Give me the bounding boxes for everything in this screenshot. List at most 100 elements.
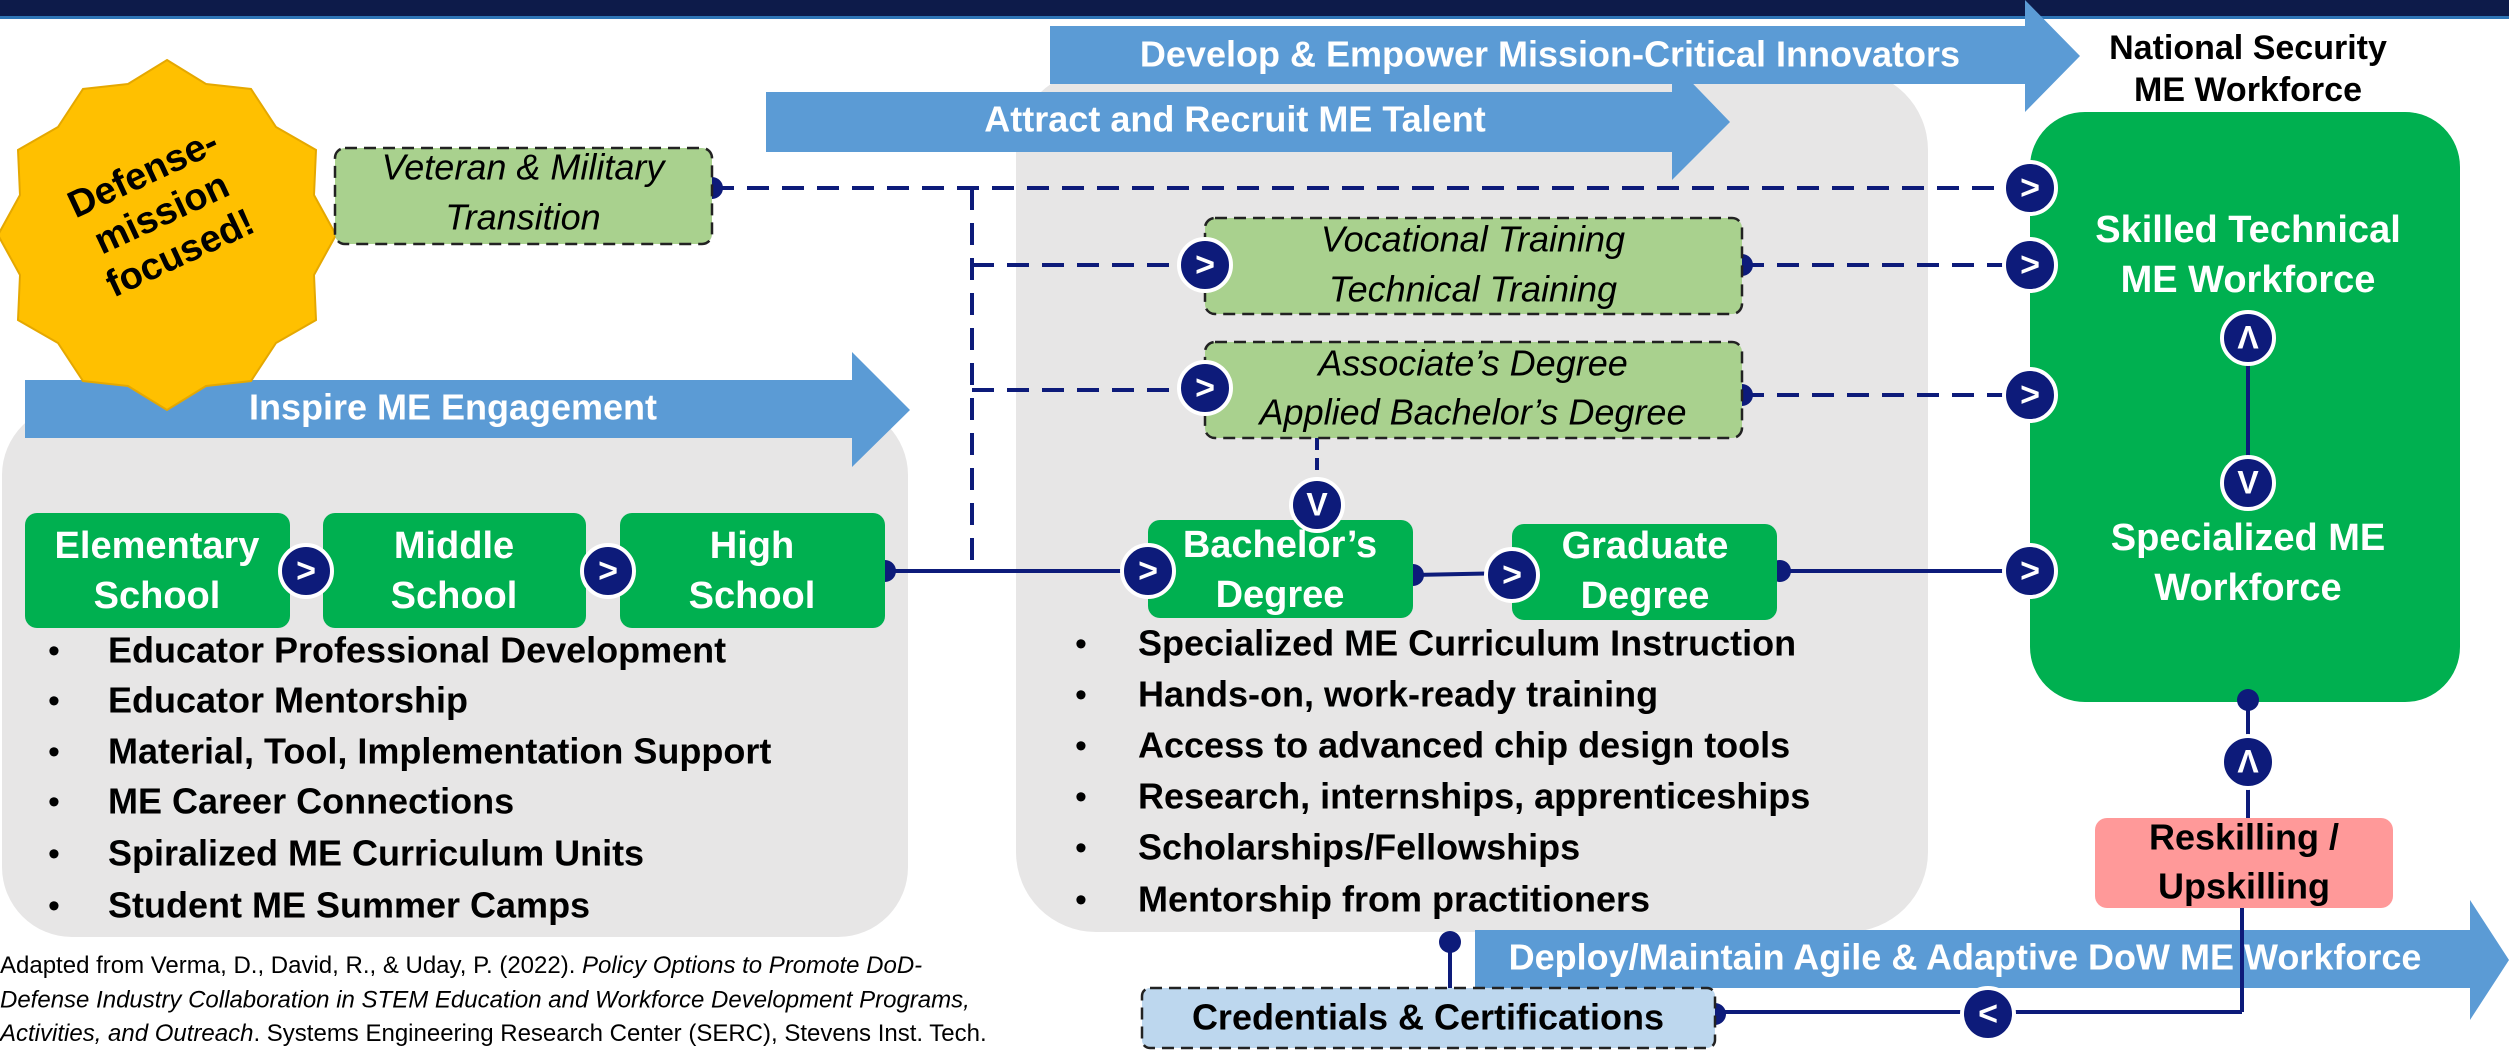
elementary-box (25, 513, 290, 628)
svg-text:Λ: Λ (2237, 743, 2259, 779)
defense-badge (0, 58, 338, 412)
svg-text:>: > (598, 552, 618, 590)
flow-right-icon: > (2002, 367, 2058, 423)
higher-ed-bullet-item: Scholarships/Fellowships (1138, 827, 1580, 868)
flow-down-icon: V (1289, 477, 1345, 533)
svg-text:>: > (2020, 552, 2040, 590)
k12-bullet-mark: • (48, 835, 60, 873)
credentials-top-dot (1439, 931, 1461, 953)
reskilling-line1: Reskilling / (2149, 817, 2339, 858)
flow-right-icon: > (1177, 237, 1233, 293)
workforce-header-line2: ME Workforce (2134, 71, 2362, 109)
flow-right-icon: > (580, 543, 636, 599)
svg-text:Λ: Λ (2237, 319, 2259, 355)
workforce-box (2030, 112, 2460, 702)
graduate-line1: Graduate (1562, 525, 1729, 567)
svg-text:V: V (1306, 486, 1328, 522)
k12-bullet-item: Educator Professional Development (108, 630, 726, 671)
specialized-workforce-line1: Specialized ME (2111, 517, 2386, 559)
higher-ed-bullet-list: • Specialized ME Curriculum Instruction … (1075, 623, 1810, 920)
credentials-box (1140, 986, 1717, 1050)
attract-arrow-label: Attract and Recruit ME Talent (984, 99, 1485, 140)
higher-ed-bullet-item: Specialized ME Curriculum Instruction (1138, 623, 1796, 664)
higher-ed-bullet-item: Research, internships, apprenticeships (1138, 776, 1810, 817)
veteran-line1: Veteran & Military (382, 147, 667, 188)
connector-circles: > > > > > > > > > > V Λ V Λ < (278, 160, 2276, 1042)
k12-bullet-item: Student ME Summer Camps (108, 885, 590, 926)
deploy-arrow (1475, 900, 2509, 1020)
k12-bullet-mark: • (48, 632, 60, 670)
svg-text:>: > (1138, 552, 1158, 590)
bachelor-line2: Degree (1216, 574, 1345, 616)
svg-text:<: < (1978, 995, 1998, 1033)
high-line1: High (710, 525, 794, 567)
high-box (620, 513, 885, 628)
develop-arrow (1050, 0, 2080, 112)
higher-ed-bullet-item: Hands-on, work-ready training (1138, 674, 1658, 715)
citation-publisher: . Systems Engineering Research Center (S… (253, 1020, 986, 1047)
higher-ed-bullet-item: Mentorship from practitioners (1138, 879, 1650, 920)
flow-up-icon: Λ (2220, 310, 2276, 366)
develop-arrow-label: Develop & Empower Mission-Critical Innov… (1140, 34, 1960, 75)
flow-right-icon: > (278, 543, 334, 599)
graduate-line2: Degree (1581, 575, 1710, 617)
svg-text:>: > (1195, 246, 1215, 284)
middle-line1: Middle (394, 525, 514, 567)
higher-ed-bullet-mark: • (1075, 625, 1087, 663)
citation-line3: Activities, and Outreach. Systems Engine… (0, 1020, 987, 1047)
bachelor-box (1148, 520, 1413, 618)
flow-right-icon: > (2002, 237, 2058, 293)
workforce-header-line1: National Security (2109, 29, 2387, 67)
skilled-workforce-line2: ME Workforce (2121, 259, 2376, 301)
citation: Adapted from Verma, D., David, R., & Uda… (0, 952, 987, 1047)
deploy-arrow-label: Deploy/Maintain Agile & Adaptive DoW ME … (1509, 937, 2422, 978)
k12-bullet-item: ME Career Connections (108, 781, 514, 822)
graduate-box (1512, 524, 1777, 620)
flow-right-icon: > (1484, 547, 1540, 603)
svg-text:>: > (2020, 376, 2040, 414)
flow-up-icon: Λ (2220, 734, 2276, 790)
inspire-arrow-label: Inspire ME Engagement (249, 387, 657, 428)
bachelor-line1: Bachelor’s (1183, 524, 1377, 566)
middle-box (323, 513, 586, 628)
middle-line2: School (391, 575, 518, 617)
flow-right-icon: > (1120, 543, 1176, 599)
reskilling-line2: Upskilling (2158, 866, 2330, 907)
specialized-workforce-line2: Workforce (2154, 567, 2341, 609)
vocational-line2: Technical Training (1329, 269, 1617, 310)
flow-right-icon: > (2002, 160, 2058, 216)
higher-ed-bullet-mark: • (1075, 778, 1087, 816)
attract-arrow (766, 62, 1730, 180)
citation-title-start: Policy Options to Promote DoD- (582, 952, 922, 979)
citation-line2: Defense Industry Collaboration in STEM E… (0, 986, 970, 1013)
svg-text:V: V (2237, 464, 2259, 500)
connector-lines (712, 186, 2250, 1014)
k12-bullet-mark: • (48, 682, 60, 720)
k12-bullet-item: Spiralized ME Curriculum Units (108, 833, 644, 874)
svg-text:>: > (2020, 169, 2040, 207)
svg-text:>: > (1502, 556, 1522, 594)
higher-ed-bullet-mark: • (1075, 676, 1087, 714)
associate-line1: Associate’s Degree (1316, 343, 1628, 384)
associate-line2: Applied Bachelor’s Degree (1258, 392, 1687, 433)
citation-authors: Adapted from Verma, D., David, R., & Uda… (0, 952, 582, 979)
top-bar (0, 0, 2509, 16)
citation-title-end: Activities, and Outreach (0, 1020, 253, 1047)
elementary-line2: School (94, 575, 221, 617)
higher-ed-bullet-mark: • (1075, 727, 1087, 765)
high-line2: School (689, 575, 816, 617)
skilled-workforce-line1: Skilled Technical (2095, 209, 2401, 251)
flow-down-icon: V (2220, 455, 2276, 511)
k12-bullet-item: Educator Mentorship (108, 680, 468, 721)
top-bar-accent (0, 16, 2509, 19)
flow-right-icon: > (1177, 360, 1233, 416)
higher-ed-bullet-mark: • (1075, 881, 1087, 919)
veteran-line2: Transition (445, 197, 600, 238)
svg-text:>: > (296, 552, 316, 590)
elementary-line1: Elementary (55, 525, 260, 567)
svg-text:>: > (1195, 369, 1215, 407)
workforce-bottom-dot (2237, 689, 2259, 711)
vocational-line1: Vocational Training (1321, 219, 1625, 260)
